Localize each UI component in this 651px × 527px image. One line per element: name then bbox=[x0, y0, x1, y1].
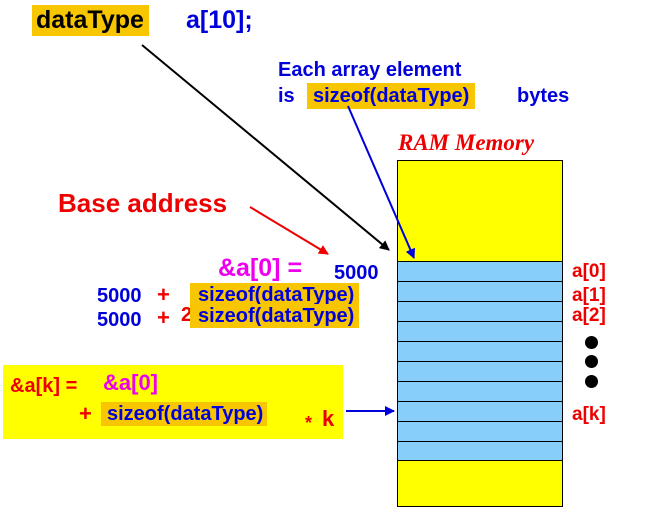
memory-cell bbox=[398, 441, 562, 461]
offset-1-base: 5000 bbox=[97, 285, 142, 307]
formula-plus: + bbox=[79, 401, 92, 426]
offset-2-multiplier: 2 bbox=[181, 304, 193, 326]
label-a0: a[0] bbox=[572, 261, 606, 282]
memory-cell bbox=[398, 281, 562, 301]
memory-cell bbox=[398, 361, 562, 381]
memory-cell bbox=[398, 341, 562, 361]
ellipsis-dot bbox=[585, 355, 598, 368]
memory-cell bbox=[398, 321, 562, 341]
memory-title: RAM Memory bbox=[398, 130, 535, 155]
element-size-note-line1: Each array element bbox=[278, 59, 462, 81]
declaration-type: dataType bbox=[32, 5, 149, 36]
label-ak: a[k] bbox=[572, 404, 606, 425]
ram-memory-block bbox=[397, 160, 563, 507]
offset-1-plus: + bbox=[157, 282, 170, 307]
formula-sizeof-term: sizeof(dataType) bbox=[101, 402, 268, 426]
offset-1-expression: sizeof(dataType) bbox=[190, 283, 360, 307]
ellipsis-dot bbox=[585, 336, 598, 349]
offset-2-base: 5000 bbox=[97, 309, 142, 331]
formula-base-term: &a[0] bbox=[103, 370, 159, 395]
base-address-arrow bbox=[249, 206, 329, 255]
declaration-rest: a[10]; bbox=[186, 6, 253, 34]
memory-cell bbox=[398, 401, 562, 421]
element-size-note-prefix: is bbox=[278, 85, 295, 107]
formula-times: * bbox=[305, 413, 313, 433]
formula-lhs: &a[k] = bbox=[10, 375, 78, 397]
memory-cell bbox=[398, 381, 562, 401]
base-address-label: Base address bbox=[58, 188, 228, 218]
base-address-value: 5000 bbox=[334, 262, 379, 284]
ellipsis-dot bbox=[585, 375, 598, 388]
label-a2: a[2] bbox=[572, 305, 606, 326]
offset-2-plus: + bbox=[157, 305, 170, 330]
base-address-expression: &a[0] = bbox=[218, 254, 303, 282]
element-size-note-suffix: bytes bbox=[517, 85, 570, 107]
label-a1: a[1] bbox=[572, 285, 606, 306]
memory-cell bbox=[398, 261, 562, 281]
formula-k: k bbox=[322, 406, 335, 431]
memory-cell bbox=[398, 421, 562, 441]
element-size-note-highlight: sizeof(dataType) bbox=[307, 83, 476, 109]
memory-cell bbox=[398, 301, 562, 321]
offset-2-expression: sizeof(dataType) bbox=[190, 304, 360, 328]
